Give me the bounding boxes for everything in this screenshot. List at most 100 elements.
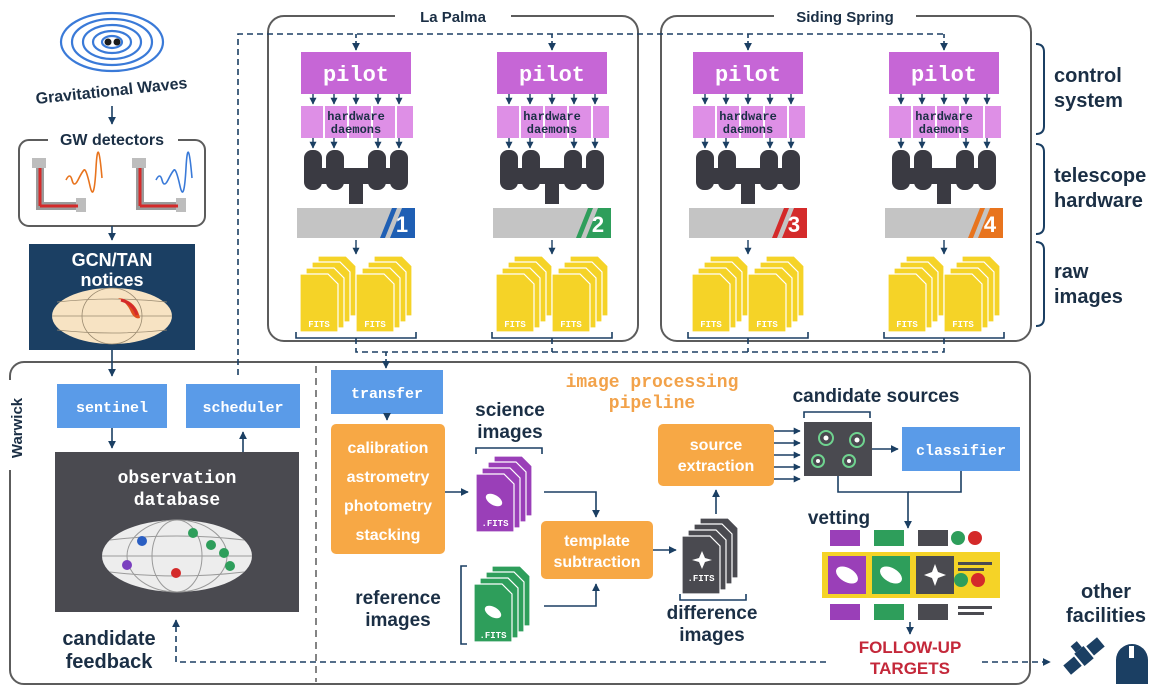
template-label-1: template bbox=[564, 533, 630, 550]
satellite-icon bbox=[1063, 637, 1105, 675]
other-label-1: other bbox=[1081, 581, 1131, 603]
daemons-label-1b: daemons bbox=[331, 123, 381, 137]
raw-images-3: FITS FITS bbox=[691, 255, 805, 333]
pipeline-title-1: image processing bbox=[566, 373, 739, 393]
scheduler-label: scheduler bbox=[202, 400, 283, 417]
source-label-1: source bbox=[690, 437, 743, 454]
raw-label-1: raw bbox=[1054, 261, 1089, 283]
science-images-icon: .FITS bbox=[475, 455, 533, 533]
unit-number-2: 2 bbox=[592, 212, 604, 237]
daemons-label-2a: hardware bbox=[523, 110, 581, 124]
telescope-icon bbox=[892, 150, 996, 204]
unit-4: pilot hardware daemons 4 bbox=[885, 52, 1003, 255]
pilot-label-2: pilot bbox=[519, 63, 585, 88]
transfer-box bbox=[331, 370, 443, 414]
step-astrometry: astrometry bbox=[347, 469, 430, 486]
raw-images-4: FITS FITS bbox=[887, 255, 1001, 333]
svg-text:.FITS: .FITS bbox=[687, 574, 715, 584]
followup-label-2: TARGETS bbox=[870, 659, 950, 678]
fits-label: FITS bbox=[560, 320, 582, 330]
step-photometry: photometry bbox=[344, 498, 432, 515]
pilot-box-1 bbox=[301, 52, 411, 94]
fits-label: FITS bbox=[700, 320, 722, 330]
detector-icon bbox=[32, 151, 103, 212]
unit-number-3: 3 bbox=[788, 212, 800, 237]
hardware-label-2: hardware bbox=[1054, 190, 1143, 212]
fits-label: FITS bbox=[952, 320, 974, 330]
warwick-label: Warwick bbox=[9, 397, 26, 458]
fits-label: FITS bbox=[308, 320, 330, 330]
raw-images-1: FITS FITS bbox=[299, 255, 413, 333]
reference-label-2: images bbox=[365, 610, 430, 631]
fits-label: FITS bbox=[896, 320, 918, 330]
control-label-2: system bbox=[1054, 90, 1123, 112]
source-extraction-box bbox=[658, 424, 774, 486]
database-label-1: observation bbox=[118, 469, 237, 489]
unit-number-4: 4 bbox=[984, 212, 997, 237]
scheduler-box bbox=[186, 384, 300, 428]
svg-text:.FITS: .FITS bbox=[481, 519, 509, 529]
pilot-label-3: pilot bbox=[715, 63, 781, 88]
hardware-label-1: telescope bbox=[1054, 165, 1146, 187]
candidate-sources-icon bbox=[804, 422, 872, 476]
siding-spring-label: Siding Spring bbox=[796, 9, 894, 26]
svg-text:.FITS: .FITS bbox=[479, 631, 507, 641]
classifier-box bbox=[902, 427, 1020, 471]
detector-icon bbox=[132, 151, 193, 212]
telescope-icon bbox=[500, 150, 604, 204]
gw-label: Gravitational Waves bbox=[35, 75, 188, 108]
telescope-icon bbox=[304, 150, 408, 204]
raw-label-2: images bbox=[1054, 286, 1123, 308]
fits-label: FITS bbox=[504, 320, 526, 330]
transfer-label: transfer bbox=[351, 386, 423, 403]
telescope-icon bbox=[696, 150, 800, 204]
difference-label-1: difference bbox=[667, 603, 758, 624]
sentinel-box bbox=[57, 384, 167, 428]
sentinel-label: sentinel bbox=[76, 400, 148, 417]
unit-2: pilot hardware daemons 2 bbox=[493, 52, 611, 255]
science-label-1: science bbox=[475, 400, 545, 421]
followup-label-1: FOLLOW-UP bbox=[859, 638, 962, 657]
candidates-label: candidate sources bbox=[793, 386, 960, 407]
gw-detectors-box bbox=[18, 139, 206, 227]
unit-number-1: 1 bbox=[396, 212, 408, 237]
daemons-label-4b: daemons bbox=[919, 123, 969, 137]
observatory-icon bbox=[1116, 644, 1148, 684]
daemons-label-3b: daemons bbox=[723, 123, 773, 137]
vetting-label: vetting bbox=[808, 508, 870, 529]
step-stacking: stacking bbox=[356, 527, 421, 544]
step-calibration: calibration bbox=[348, 440, 429, 457]
gravitational-waves-icon bbox=[59, 11, 165, 73]
sky-map-icon bbox=[52, 287, 172, 345]
sky-map-icon bbox=[102, 519, 252, 593]
pilot-label-4: pilot bbox=[911, 63, 977, 88]
daemons-label-1a: hardware bbox=[327, 110, 385, 124]
la-palma-label: La Palma bbox=[420, 9, 487, 26]
feedback-label-2: feedback bbox=[66, 651, 154, 673]
daemons-label-2b: daemons bbox=[527, 123, 577, 137]
daemons-label-4a: hardware bbox=[915, 110, 973, 124]
raw-images-2: FITS FITS bbox=[495, 255, 609, 333]
pilot-box-3 bbox=[693, 52, 803, 94]
daemons-label-3a: hardware bbox=[719, 110, 777, 124]
difference-label-2: images bbox=[679, 625, 744, 646]
pilot-label-1: pilot bbox=[323, 63, 389, 88]
feedback-label-1: candidate bbox=[62, 628, 155, 650]
gw-detectors-label: GW detectors bbox=[60, 132, 164, 149]
pilot-box-2 bbox=[497, 52, 607, 94]
source-label-2: extraction bbox=[678, 458, 754, 475]
template-label-2: subtraction bbox=[553, 554, 640, 571]
notices-label-2: notices bbox=[80, 270, 143, 290]
reference-images-icon: .FITS bbox=[473, 565, 531, 643]
notices-label-1: GCN/TAN bbox=[72, 250, 153, 270]
fits-label: FITS bbox=[756, 320, 778, 330]
difference-images-icon: .FITS bbox=[681, 517, 739, 595]
unit-3: pilot hardware daemons 3 bbox=[689, 52, 807, 255]
database-label-2: database bbox=[134, 491, 220, 511]
other-label-2: facilities bbox=[1066, 605, 1146, 627]
fits-label: FITS bbox=[364, 320, 386, 330]
science-label-2: images bbox=[477, 422, 542, 443]
pilot-box-4 bbox=[889, 52, 999, 94]
